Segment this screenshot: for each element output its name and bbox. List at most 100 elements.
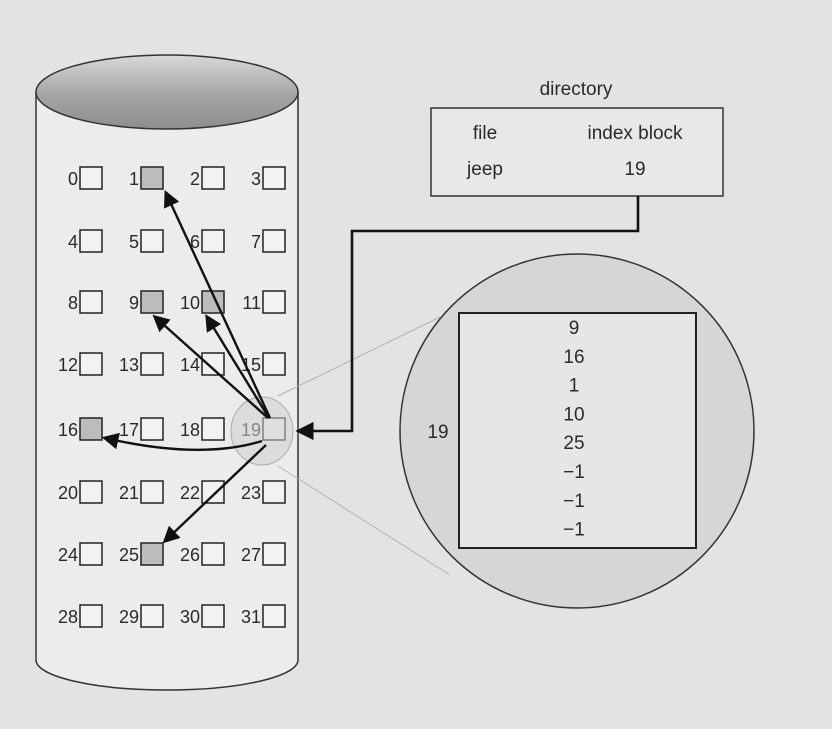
disk-block-square [201,417,225,441]
disk-block-31: 31 [241,604,286,628]
disk-block-27: 27 [241,542,286,566]
disk-block-square [79,166,103,190]
disk-block-21: 21 [119,480,164,504]
disk-block-square [201,542,225,566]
disk-block-1: 1 [129,166,164,190]
disk-block-15: 15 [241,352,286,376]
disk-block-number: 1 [129,169,139,189]
disk-block-26: 26 [180,542,225,566]
disk-block-square [140,417,164,441]
disk-block-number: 30 [180,607,200,627]
directory-entry-index-block: 19 [624,159,645,180]
disk-block-number: 29 [119,607,139,627]
disk-block-square [262,166,286,190]
arrow-to-block-9 [152,314,269,419]
disk-block-number: 24 [58,545,78,565]
disk-block-square [262,352,286,376]
disk-block-square [201,229,225,253]
disk-block-square [140,229,164,253]
disk-block-square [140,604,164,628]
disk-block-number: 9 [129,293,139,313]
disk-block-square [140,542,164,566]
disk-block-number: 18 [180,420,200,440]
disk-block-2: 2 [190,166,225,190]
disk-block-square [140,166,164,190]
disk-block-square [262,229,286,253]
disk-block-20: 20 [58,480,103,504]
disk-block-number: 4 [68,232,78,252]
disk-block-9: 9 [129,290,164,314]
disk-block-13: 13 [119,352,164,376]
disk-block-number: 13 [119,355,139,375]
disk-block-number: 3 [251,169,261,189]
magnifier-line-bottom [277,465,451,576]
disk-block-number: 20 [58,483,78,503]
arrow-to-block-10 [205,314,271,419]
disk-block-square [201,166,225,190]
disk-block-number: 21 [119,483,139,503]
directory-table: directory file index block jeep 19 [430,79,724,197]
directory-header-file: file [473,123,497,144]
disk-block-28: 28 [58,604,103,628]
magnifier-connectors [277,316,451,576]
disk-block-number: 16 [58,420,78,440]
disk-block-number: 2 [190,169,200,189]
disk-block-number: 26 [180,545,200,565]
disk-block-square [201,480,225,504]
disk-block-number: 22 [180,483,200,503]
disk-block-square [79,229,103,253]
disk-block-square [79,542,103,566]
disk-block-number: 28 [58,607,78,627]
disk-block-18: 18 [180,417,225,441]
disk-block-17: 17 [119,417,164,441]
disk-block-number: 10 [180,293,200,313]
disk-block-number: 12 [58,355,78,375]
index-entry: 25 [563,433,584,454]
disk-block-number: 31 [241,607,261,627]
disk-block-number: 27 [241,545,261,565]
disk-block-number: 8 [68,293,78,313]
disk-block-number: 5 [129,232,139,252]
disk-blocks: 0123456789101112131415161718192021222324… [58,166,286,628]
directory-box [430,107,724,197]
disk-block-8: 8 [68,290,103,314]
disk-block-number: 11 [242,293,261,313]
disk-block-square [79,417,103,441]
directory-title: directory [540,79,613,100]
arrow-to-block-25 [162,444,267,544]
directory-entry-file: jeep [466,159,503,180]
index-entry: −1 [563,520,585,541]
disk-block-number: 0 [68,169,78,189]
arrow-to-block-1 [164,189,272,419]
disk-block-5: 5 [129,229,164,253]
arrow-to-block-16 [101,432,263,452]
disk-block-number: 14 [180,355,200,375]
disk-block-30: 30 [180,604,225,628]
index-entry: 16 [563,347,584,368]
disk-block-22: 22 [180,480,225,504]
disk-block-number: 25 [119,545,139,565]
disk-block-0: 0 [68,166,103,190]
disk-block-square [79,290,103,314]
disk-block-square [140,290,164,314]
disk-top [35,54,299,130]
disk-block-3: 3 [251,166,286,190]
directory-header-index-block: index block [587,123,683,144]
index-block-box [458,312,697,549]
disk-block-4: 4 [68,229,103,253]
disk-block-square [79,604,103,628]
disk-block-16: 16 [58,417,103,441]
disk-block-square [140,480,164,504]
index-block-label: 19 [427,422,448,443]
index-entry: 9 [569,318,580,339]
disk-block-number: 15 [241,355,261,375]
disk-block-6: 6 [190,229,225,253]
index-entry: 10 [563,404,584,425]
index-entry: −1 [563,462,585,483]
disk-block-square [201,604,225,628]
disk-block-11: 11 [242,290,286,314]
disk-block-7: 7 [251,229,286,253]
